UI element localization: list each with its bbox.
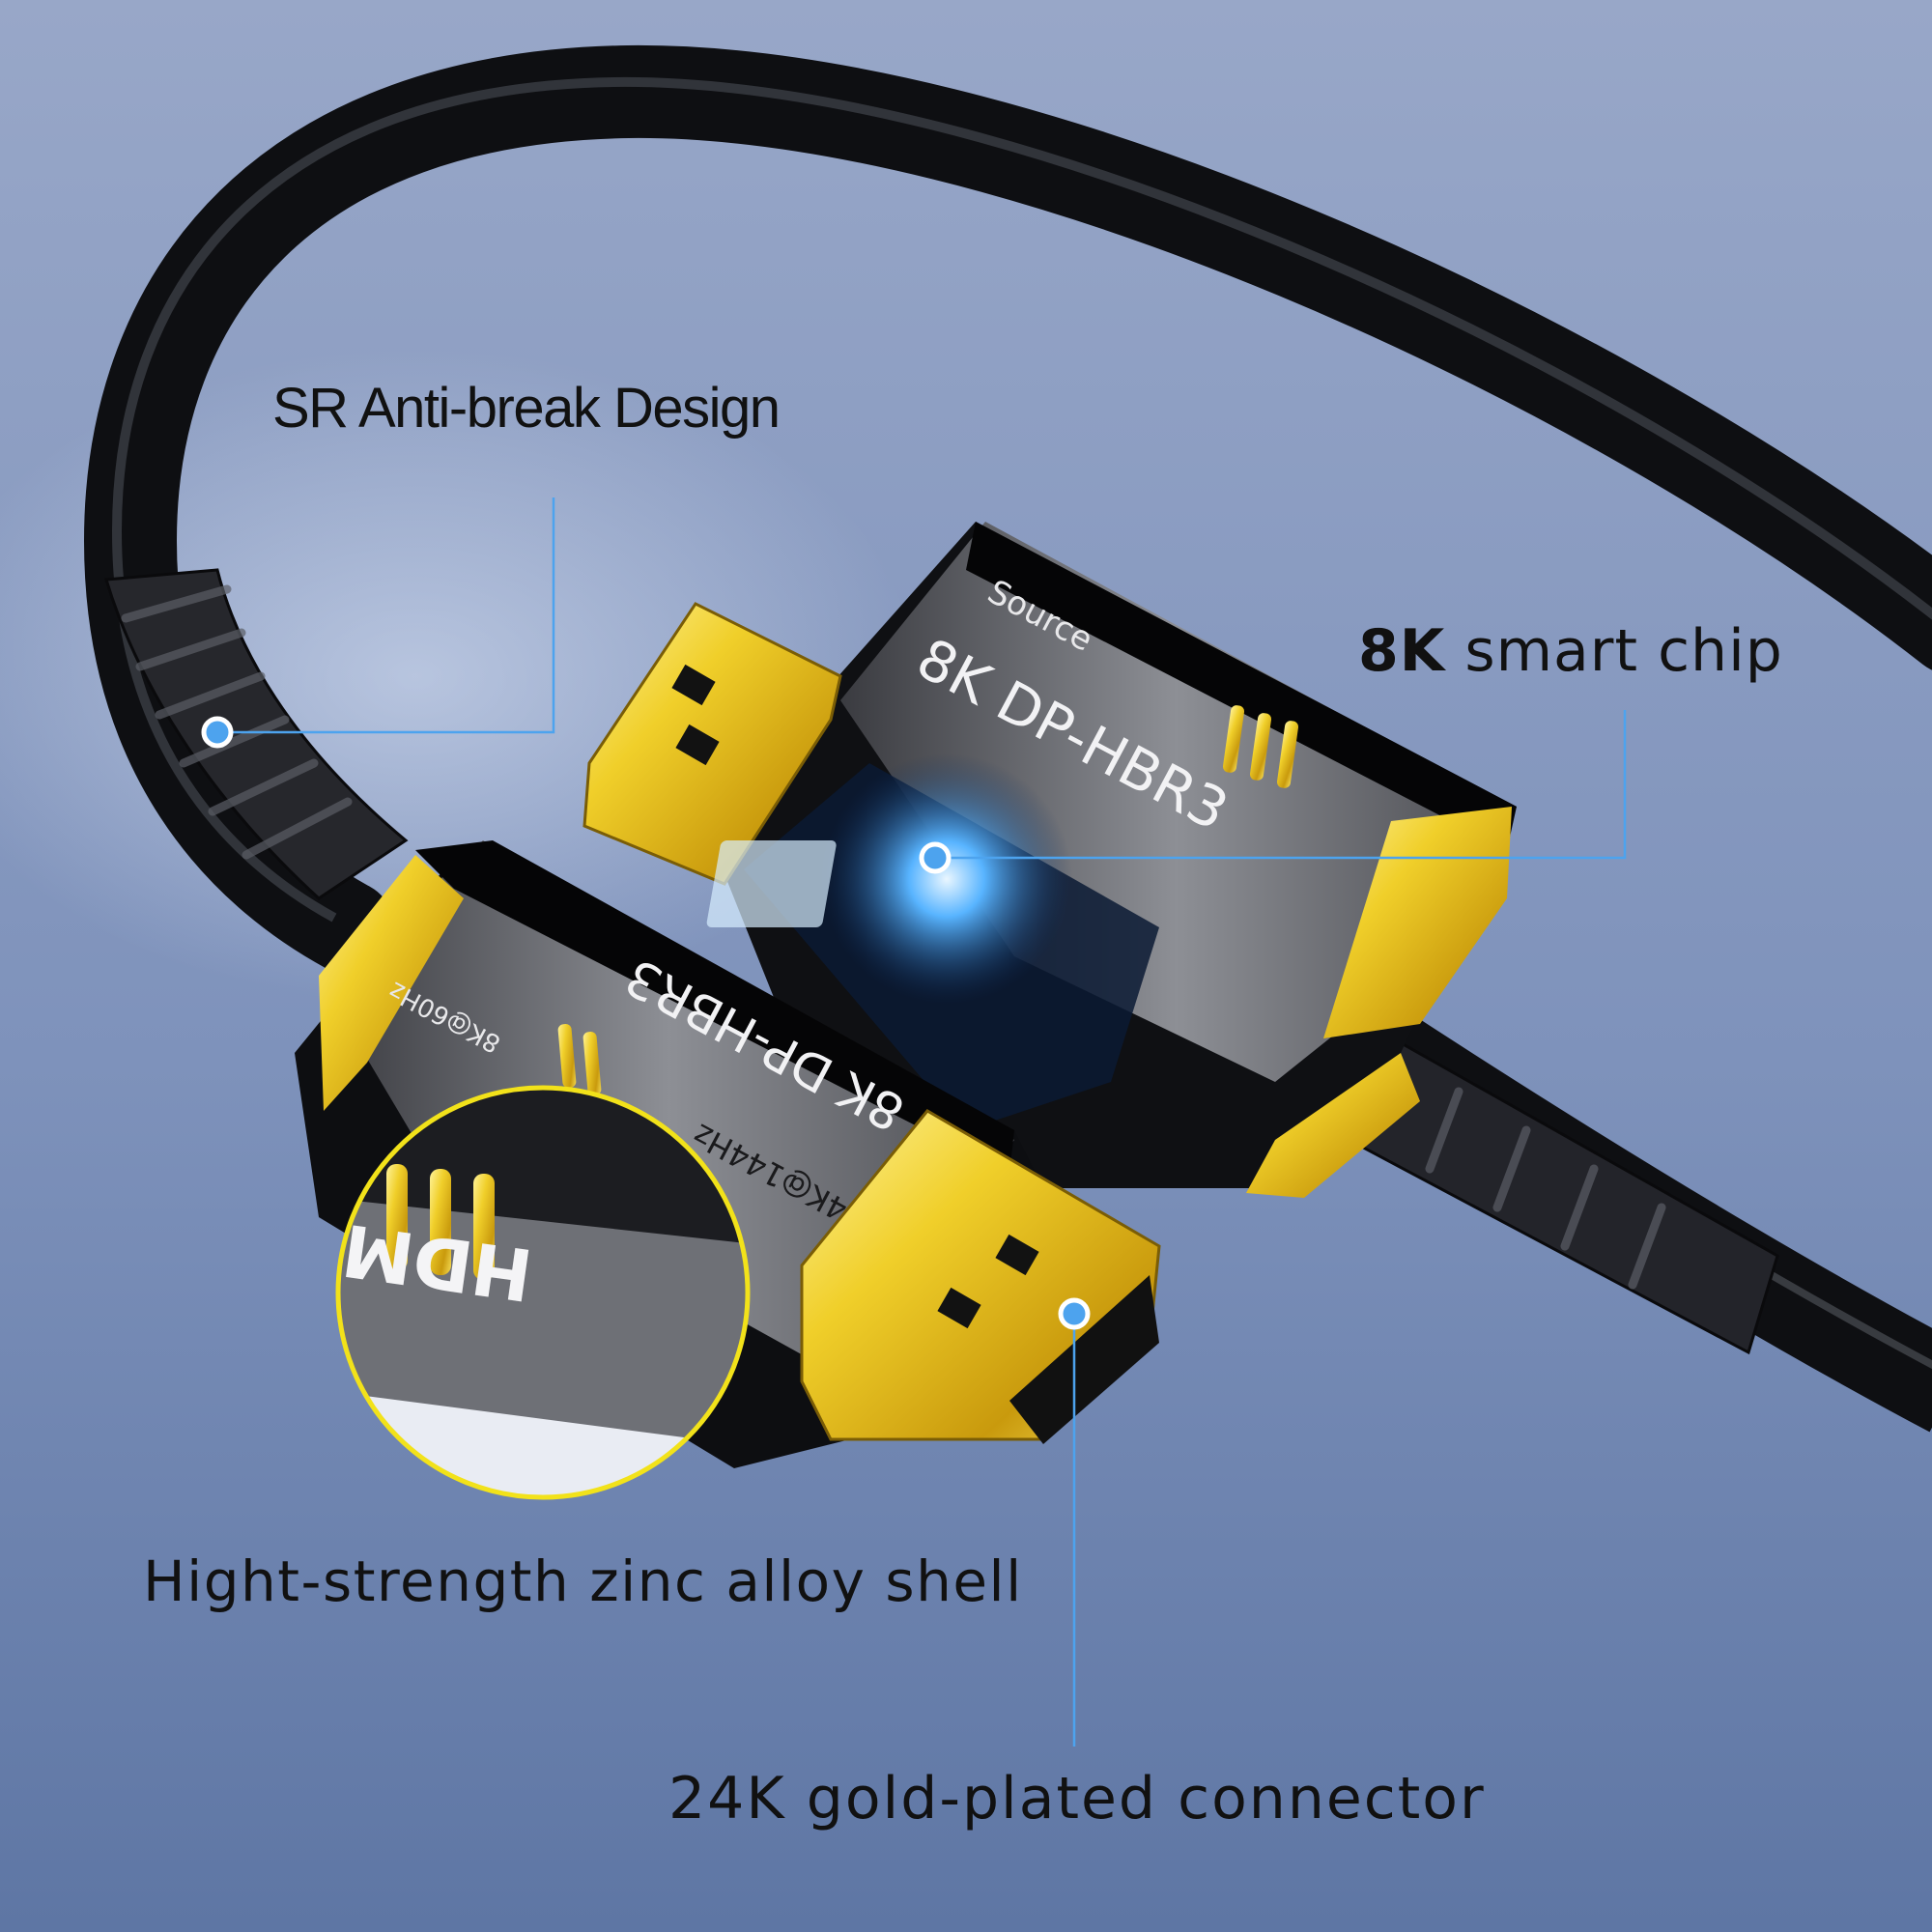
smart-chip-label: 8K smart chip: [1358, 622, 1783, 680]
smart-chip-suffix: smart chip: [1445, 617, 1783, 685]
anti-break-label: SR Anti-break Design: [272, 377, 781, 440]
zinc-shell-label: Hight-strength zinc alloy shell: [143, 1548, 1023, 1614]
dot-gold: [1058, 1297, 1091, 1330]
dot-anti-break: [201, 716, 234, 749]
leader-line-chip: [935, 710, 1627, 860]
gold-connector-label: 24K gold-plated connector: [668, 1765, 1486, 1833]
source-connector: Source 8K DP-HBR3: [582, 522, 1517, 1198]
zoom-badge: HDMI: [335, 1085, 751, 1500]
leader-dots: [201, 716, 1091, 1330]
dot-chip: [919, 841, 952, 874]
chip-glow: [821, 753, 1072, 1005]
leader-line-anti-break: [217, 497, 555, 734]
leader-lines: [217, 497, 1627, 1747]
smart-chip-prefix: 8K: [1358, 617, 1446, 685]
chip: [706, 840, 837, 927]
strain-relief-left: [104, 568, 409, 900]
